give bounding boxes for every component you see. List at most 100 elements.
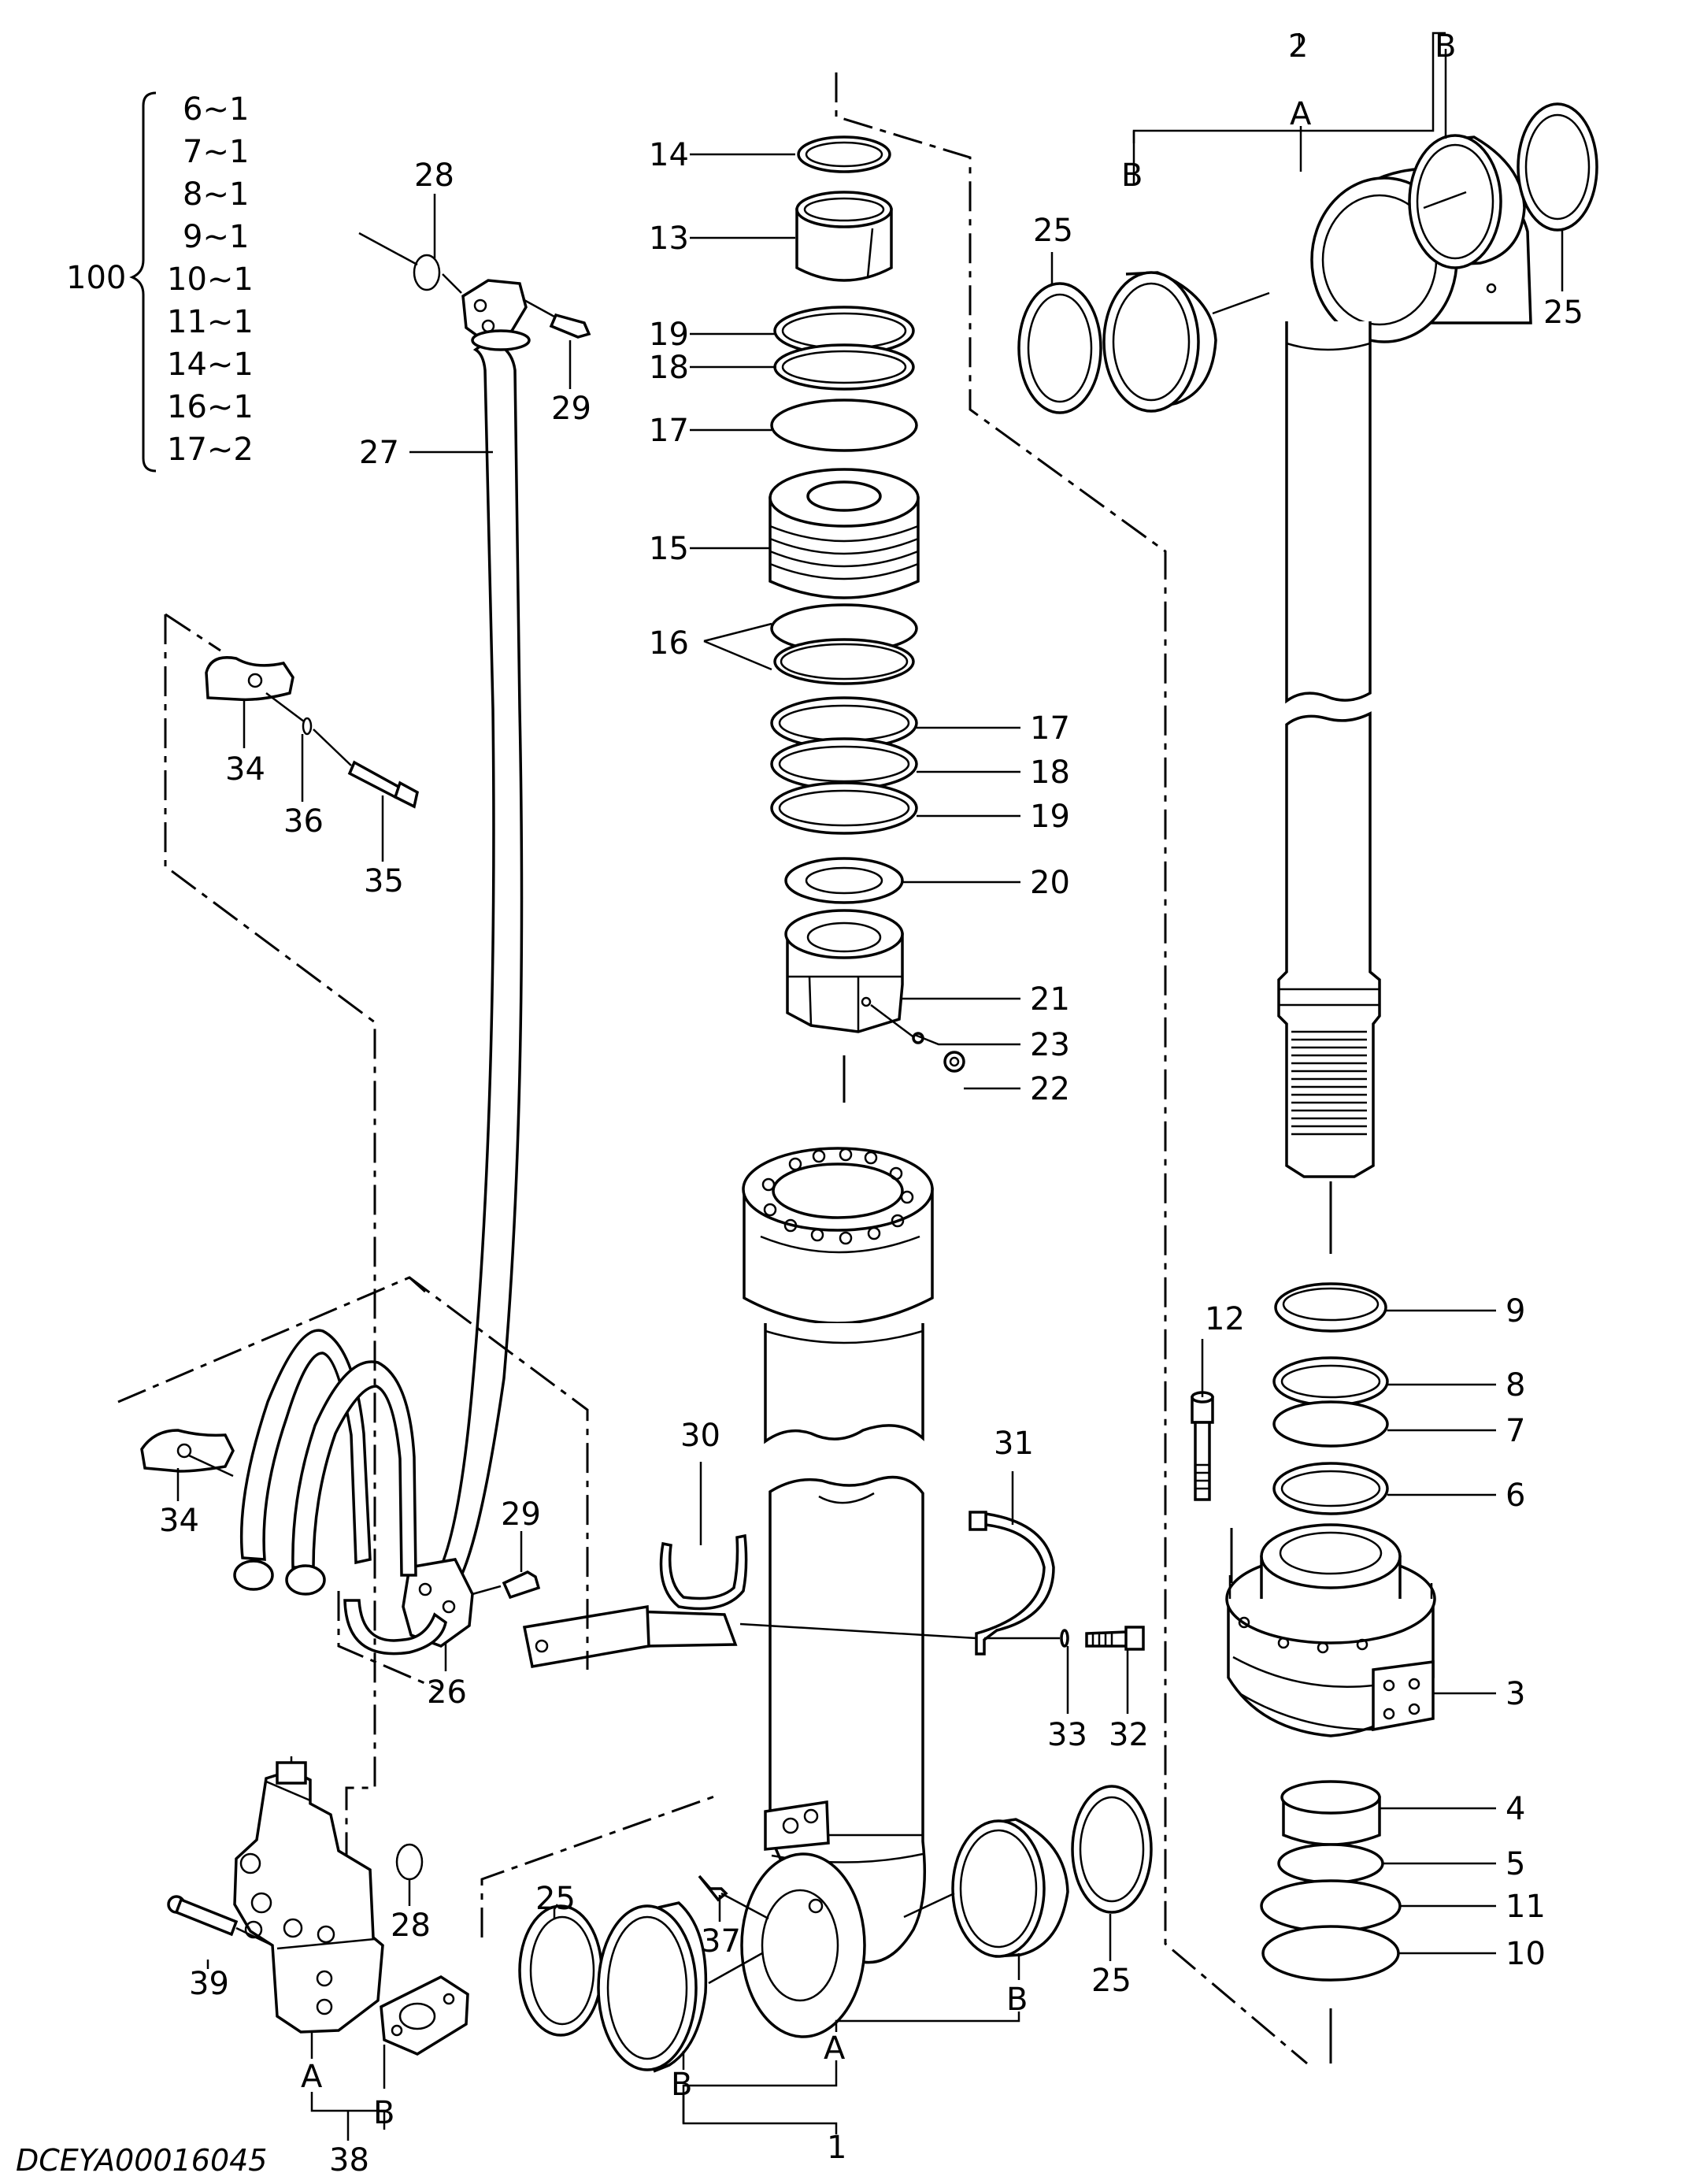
part-33-washer xyxy=(1060,1629,1069,1648)
kit-entry: 6~1 xyxy=(183,91,249,128)
marker-valve-a: A xyxy=(301,2059,323,2095)
kit-entry: 7~1 xyxy=(183,134,249,170)
part-34-clamp-mid xyxy=(140,1429,235,1478)
callout-20: 20 xyxy=(1030,865,1070,901)
callout-30: 30 xyxy=(680,1418,720,1454)
callout-5: 5 xyxy=(1506,1846,1525,1882)
kit-entry: 10~1 xyxy=(167,261,254,298)
callout-2: 2 xyxy=(1288,28,1308,65)
callout-1: 1 xyxy=(827,2130,846,2166)
leader-lines xyxy=(176,32,1564,2141)
callout-17: 17 xyxy=(649,413,689,449)
marker-rod-a: A xyxy=(1290,96,1312,132)
valve-flange xyxy=(380,1974,469,2056)
callout-15: 15 xyxy=(649,531,689,567)
callout-38: 38 xyxy=(329,2142,369,2178)
callout-14: 14 xyxy=(649,137,689,173)
kit-number: 100 xyxy=(66,260,126,296)
callout-7: 7 xyxy=(1506,1413,1525,1449)
part-25-seal-tube-right xyxy=(1071,1785,1153,1914)
callout-39: 39 xyxy=(189,1966,229,2002)
part-22-screw xyxy=(943,1051,965,1073)
part-29-bolt-mid xyxy=(472,1570,541,1600)
callout-13: 13 xyxy=(649,221,689,257)
part-bushing-rod-right xyxy=(1408,134,1526,269)
part-30-clamp xyxy=(522,1533,748,1669)
callout-22: 22 xyxy=(1030,1071,1070,1107)
callout-34: 34 xyxy=(225,751,265,788)
callout-17: 17 xyxy=(1030,710,1070,747)
part-28-oring-valve xyxy=(395,1843,424,1881)
marker-tube-b: B xyxy=(1006,1982,1028,2018)
part-25-seal-tube-left xyxy=(518,1904,603,2037)
marker-valve-b: B xyxy=(373,2095,394,2131)
part-10-oring xyxy=(1261,1925,1400,1982)
kit-entry: 17~2 xyxy=(167,432,254,468)
center-column-line xyxy=(835,72,1308,2065)
grease-boss xyxy=(764,1800,830,1851)
marker-tube-b: B xyxy=(671,2067,692,2103)
callout-26: 26 xyxy=(427,1674,467,1711)
marker-rod-b: B xyxy=(1435,28,1456,65)
kit-entry: 8~1 xyxy=(183,176,249,213)
part-9-ring xyxy=(1274,1282,1387,1333)
callout-23: 23 xyxy=(1030,1027,1070,1063)
part-28-oring-top xyxy=(358,232,441,291)
callout-32: 32 xyxy=(1109,1717,1149,1753)
part-17-ring-upper xyxy=(770,399,918,452)
part-38-valve xyxy=(233,1756,384,2034)
callout-36: 36 xyxy=(283,803,324,840)
hose-set xyxy=(233,1329,447,1656)
part-14-ring xyxy=(797,135,891,173)
callout-25: 25 xyxy=(535,1881,576,1917)
part-21-nut xyxy=(784,909,904,1033)
part-4-bushing xyxy=(1280,1780,1381,1846)
callout-12: 12 xyxy=(1205,1301,1245,1337)
part-13-bushing xyxy=(795,191,893,282)
callout-28: 28 xyxy=(391,1908,431,1944)
part-flange-top xyxy=(442,273,528,342)
part-11-ring xyxy=(1260,1879,1402,1933)
part-bushing-tube-right xyxy=(903,1818,1069,1958)
part-6-ring xyxy=(1272,1462,1389,1515)
callout-21: 21 xyxy=(1030,981,1070,1018)
rod-lower xyxy=(1277,711,1381,1178)
callout-33: 33 xyxy=(1047,1717,1087,1753)
kit-entry: 9~1 xyxy=(183,219,249,255)
part-20-washer xyxy=(784,857,904,904)
part-29-bolt-top xyxy=(522,298,591,339)
kit-entry: 14~1 xyxy=(167,347,254,383)
part-16-rings xyxy=(770,603,918,685)
part-37-grease-fitting xyxy=(698,1874,769,1920)
drawing-code: DCEYA00016045 xyxy=(16,2143,267,2178)
callout-25: 25 xyxy=(1543,295,1583,331)
cylinder-head-flange xyxy=(742,1147,934,1325)
callout-16: 16 xyxy=(649,625,689,662)
assembly-lines-left xyxy=(117,613,717,2016)
part-36-washer xyxy=(302,717,313,736)
part-5-ring xyxy=(1277,1843,1384,1884)
rod-end-eye-tube xyxy=(740,1852,866,2038)
rod-upper xyxy=(1285,321,1372,704)
callout-19: 19 xyxy=(1030,799,1070,835)
callout-6: 6 xyxy=(1506,1478,1525,1514)
part-35-bolt xyxy=(265,692,419,809)
kit-entry: 11~1 xyxy=(167,304,254,340)
callout-28: 28 xyxy=(414,158,454,194)
callout-29: 29 xyxy=(501,1496,541,1533)
callout-9: 9 xyxy=(1506,1293,1525,1329)
part-bushing-tube-left xyxy=(597,1901,763,2073)
part-39-bolt xyxy=(167,1895,273,1947)
part-27-pipe xyxy=(422,329,531,1600)
callouts: 14 13 19 18 17 15 16 17 18 19 20 21 23 2… xyxy=(159,28,1583,2178)
part-26-flange xyxy=(402,1558,474,1648)
part-25-seal-rod-left xyxy=(1017,282,1102,414)
part-25-seal-rod-right xyxy=(1517,102,1598,232)
part-32-bolt xyxy=(984,1626,1145,1651)
callout-3: 3 xyxy=(1506,1676,1525,1712)
part-17-18-19-lower xyxy=(770,696,918,835)
part-34-clamp-top xyxy=(205,656,294,702)
callout-19: 19 xyxy=(649,317,689,353)
part-bushing-rod-left xyxy=(1102,271,1270,413)
